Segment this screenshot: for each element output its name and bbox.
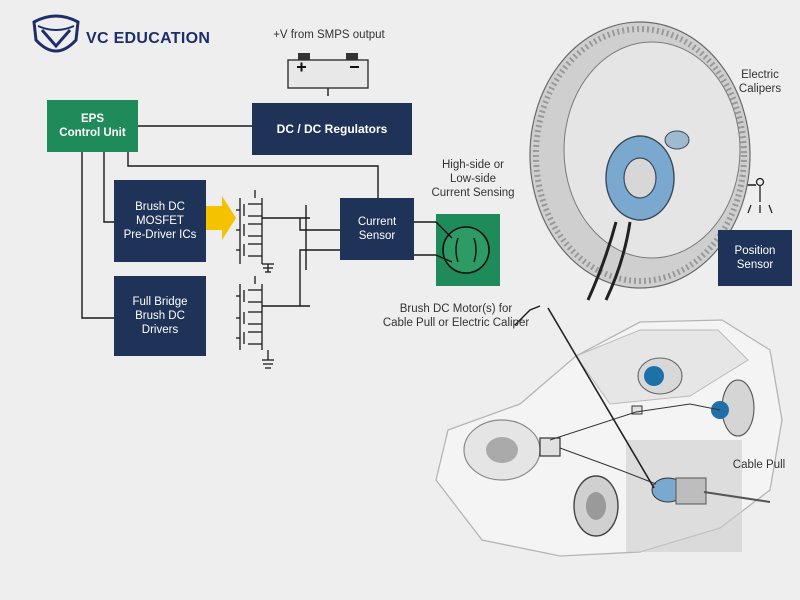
electric-calipers-label: Electric Calipers: [738, 69, 782, 95]
car-illustration-icon: [435, 307, 783, 557]
shield-wings-logo-icon: [32, 14, 80, 53]
current-sensing-label: High-side or Low-side Current Sensing: [431, 159, 515, 199]
brand-name: VC EDUCATION: [86, 30, 211, 47]
brake-disc-icon: [529, 21, 751, 301]
mosfet-bridge-top-icon: [236, 190, 274, 273]
position-sensor-icon: [747, 177, 773, 214]
smps-label: +V from SMPS output: [273, 29, 385, 41]
signal-arrow-icon: [206, 196, 236, 240]
current-sensor: Current Sensor: [340, 198, 414, 260]
eps-control-unit: EPS Control Unit: [47, 100, 138, 152]
predriver-ics: Brush DC MOSFET Pre-Driver ICs: [114, 180, 206, 262]
mosfet-bridge-bottom-icon: [236, 276, 274, 369]
dc-dc-regulators: DC / DC Regulators: [252, 103, 412, 155]
motor-symbol-icon: [435, 214, 500, 286]
battery-icon: [287, 53, 369, 89]
brush-dc-motor-label: Brush DC Motor(s) for Cable Pull or Elec…: [382, 303, 530, 329]
position-sensor: Position Sensor: [718, 230, 792, 286]
full-bridge-drivers: Full Bridge Brush DC Drivers: [114, 276, 206, 356]
cable-pull-label: Cable Pull: [732, 459, 786, 471]
